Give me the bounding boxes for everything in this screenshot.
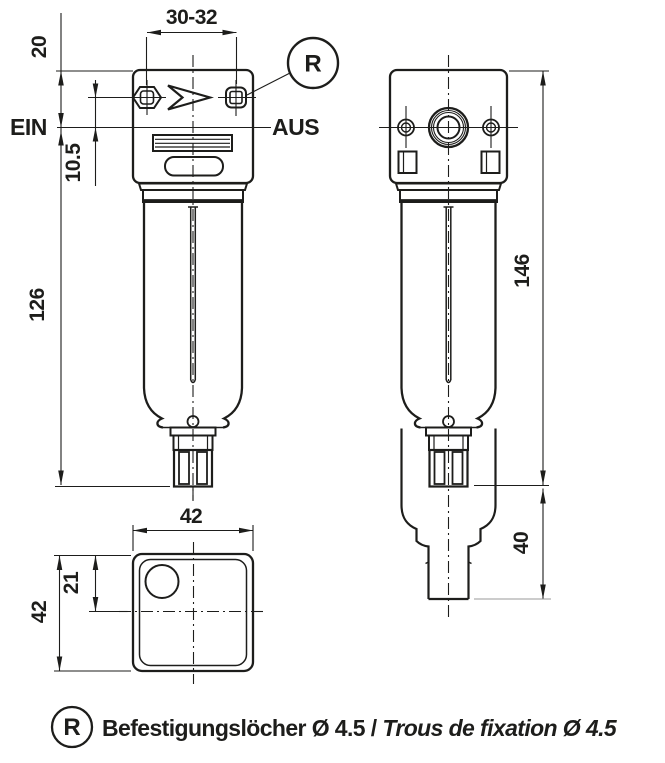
- bowl-collar: [137, 182, 249, 191]
- dim-port-axis-offset: 21: [60, 571, 83, 594]
- sight-glass: [188, 206, 198, 384]
- front-view-dimensions: [55, 13, 340, 488]
- front-view: [56, 55, 271, 501]
- side-bowl-ring: [399, 189, 498, 203]
- head-louver: [152, 134, 233, 152]
- inlet-port: [427, 106, 470, 149]
- callout-letter: R: [304, 51, 321, 78]
- drain-valve: [169, 415, 217, 501]
- callout-leader-line: [246, 72, 291, 96]
- legend-symbol: R: [63, 714, 80, 741]
- side-hole-right: [482, 106, 500, 148]
- side-drain-valve: [425, 415, 472, 488]
- mounting-hole-left: [128, 80, 166, 115]
- side-view: [379, 55, 518, 617]
- callout-balloon: [286, 36, 340, 90]
- dim-hole-spacing: 30-32: [166, 6, 217, 29]
- dim-axis-to-holes: 10.5: [62, 143, 85, 183]
- side-bowl-outline: [400, 202, 497, 429]
- outlet-label: AUS: [272, 114, 319, 140]
- legend-text-fr: Trous de fixation Ø 4.5: [382, 715, 618, 741]
- dim-overall-height: 146: [511, 254, 534, 288]
- top-view: [89, 542, 267, 684]
- legend-text: Befestigungslöcher Ø 4.5 / Trous de fixa…: [102, 715, 618, 741]
- dim-drain-tube: 40: [510, 532, 533, 554]
- head-window-left: [397, 150, 418, 174]
- dim-axis-to-bowl-bottom: 126: [26, 288, 49, 322]
- top-view-dimensions: [54, 525, 254, 672]
- dim-top-to-axis: 20: [28, 36, 51, 58]
- drain-tube-outline: [400, 428, 497, 601]
- head-window-right: [480, 150, 501, 174]
- legend-separator: /: [365, 715, 382, 741]
- side-bowl-collar: [394, 182, 503, 191]
- legend-text-de: Befestigungslöcher Ø 4.5: [102, 715, 366, 741]
- mounting-hole-right: [218, 80, 256, 116]
- inlet-label: EIN: [10, 114, 47, 140]
- dim-width: 42: [180, 505, 202, 528]
- side-sight-glass: [443, 206, 454, 384]
- side-hole-left: [397, 106, 415, 148]
- side-view-dimensions: [474, 70, 551, 600]
- top-view-port-hole: [144, 564, 180, 599]
- legend-balloon: [50, 705, 94, 749]
- flow-direction-icon: [167, 84, 215, 111]
- dim-depth: 42: [28, 601, 51, 623]
- legend: R Befestigungslöcher Ø 4.5 / Trous de fi…: [50, 705, 618, 749]
- bowl-ring: [142, 189, 244, 203]
- head-label-pill: [164, 156, 224, 177]
